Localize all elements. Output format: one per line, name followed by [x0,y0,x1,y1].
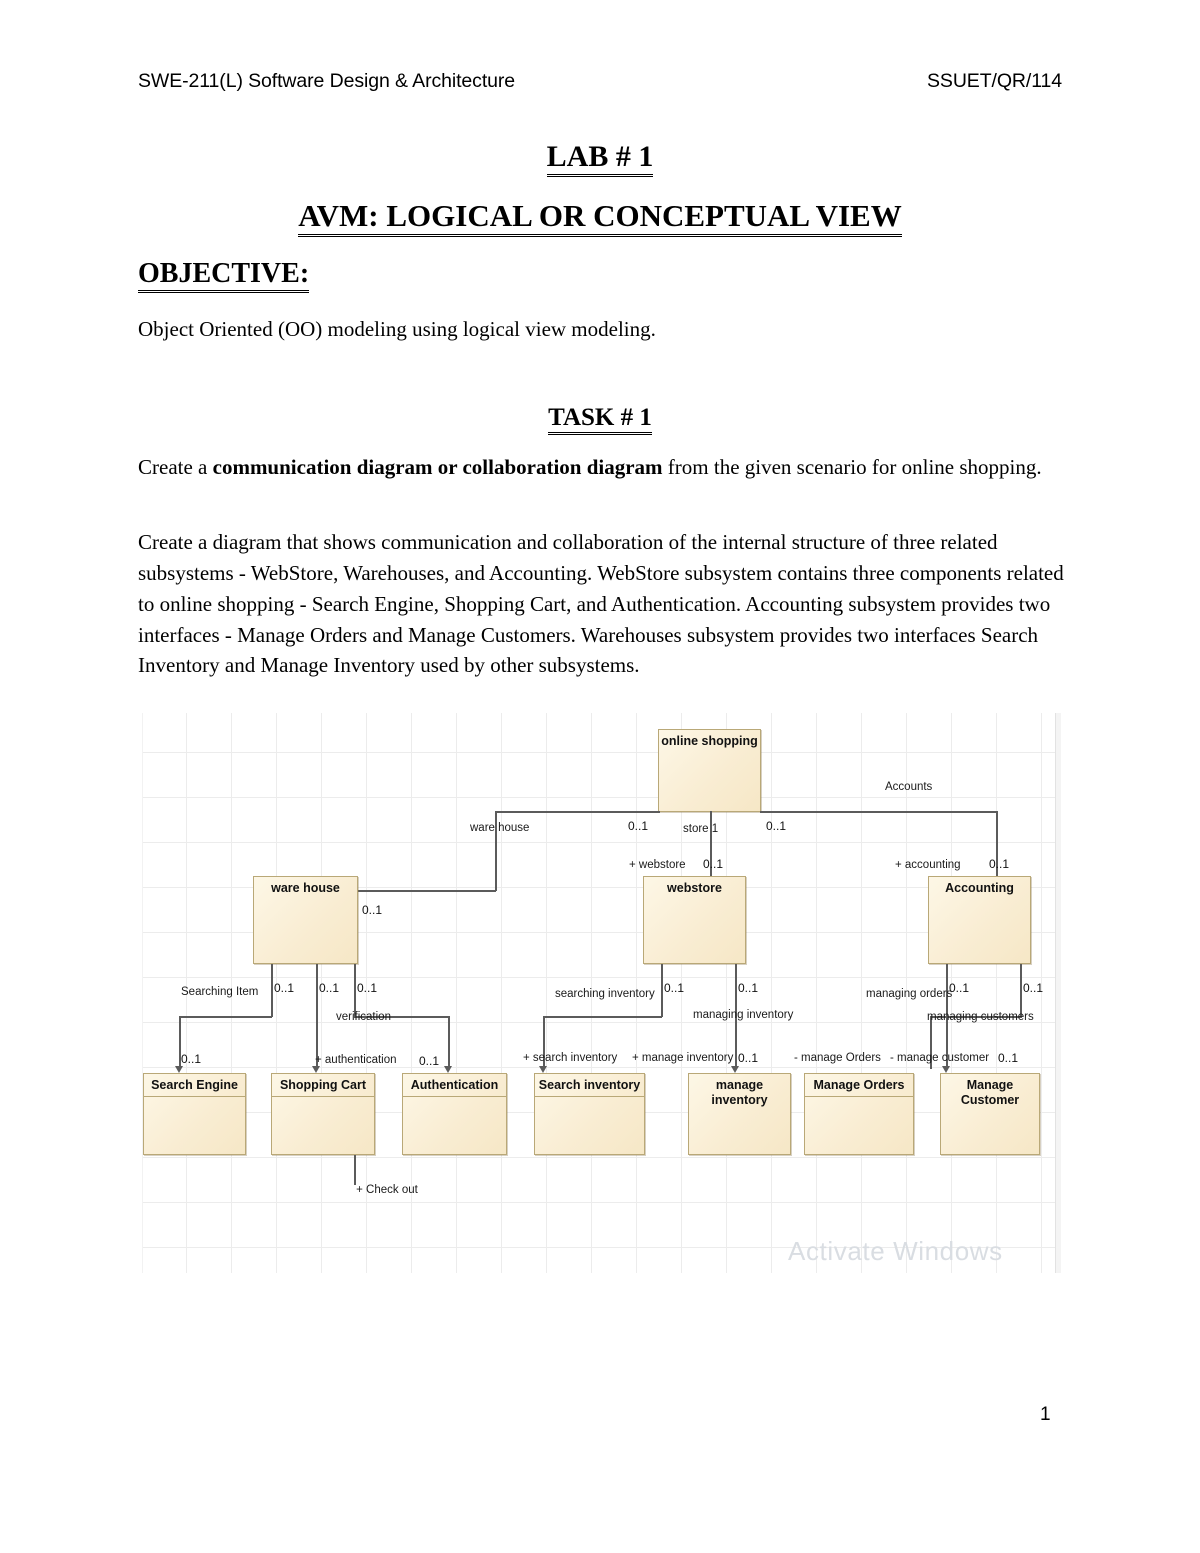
lab-title: LAB # 1 [0,140,1200,177]
node-ware-house: ware house [253,876,358,964]
label-verification: verification [336,1011,391,1023]
mult-6: 0..1 [274,981,295,995]
connector-root-accounting-h [760,811,997,813]
connector-wh-sc-v [316,964,318,1069]
mult-1: 0..1 [628,819,649,833]
connector-warehouse-in-h [355,890,496,892]
connector-root-warehouse-v [495,811,497,891]
node-webstore: webstore [643,876,746,964]
label-manage-inventory-port: + manage inventory [632,1052,734,1064]
connector-root-webstore-v [710,811,712,886]
node-manage-orders: Manage Orders [804,1073,914,1155]
page-number: 1 [1040,1404,1051,1425]
mult-15: 0..1 [738,1051,759,1065]
node-search-engine: Search Engine [143,1073,246,1155]
node-authentication: Authentication [402,1073,507,1155]
objective-text: Object Oriented (OO) modeling using logi… [138,317,656,341]
connector-root-warehouse-h [495,811,660,813]
label-search-inventory-port: + search inventory [523,1052,618,1064]
label-accounts-role: Accounts [885,781,933,793]
task-lead: Create a [138,455,213,479]
node-manage-inventory: manage inventory [688,1073,791,1155]
mult-11: 0..1 [949,981,970,995]
label-manage-orders-port: - manage Orders [794,1052,881,1064]
objective-heading: OBJECTIVE: [138,258,310,293]
subject-title: AVM: LOGICAL OR CONCEPTUAL VIEW [0,198,1200,237]
label-accounting-port: + accounting [895,859,961,871]
connector-wh-auth-v1 [354,964,356,1017]
node-accounting: Accounting [928,876,1031,964]
node-manage-customer-label: Manage Customer [960,1078,1020,1107]
connector-ac-mc-v2 [930,1016,932,1069]
task-tail: from the given scenario for online shopp… [662,455,1042,479]
node-search-engine-label: Search Engine [144,1074,245,1097]
node-online-shopping: online shopping [658,729,761,812]
label-warehouse-role: ware house [470,822,530,834]
arrow-search-inventory-icon [539,1066,547,1073]
mult-7: 0..1 [319,981,340,995]
connector-wh-se-v1 [271,964,273,1017]
task-paragraph: Create a communication diagram or collab… [138,452,1063,482]
label-store-role: store 1 [683,823,719,835]
node-accounting-label: Accounting [945,881,1014,895]
connector-ws-si-v1 [661,964,663,1017]
mult-5: 0..1 [362,903,383,917]
activate-windows-watermark: Activate Windows [788,1236,1003,1266]
connector-wh-auth-h [354,1016,449,1018]
node-webstore-label: webstore [667,881,722,895]
node-manage-orders-label: Manage Orders [805,1074,913,1097]
task-bold: communication diagram or collaboration d… [212,455,663,479]
label-managing-inventory: managing inventory [693,1009,794,1021]
node-authentication-label: Authentication [403,1074,506,1097]
uml-composite-structure-diagram: online shopping ware house 0..1 0..1 sto… [142,713,1061,1273]
mult-4: 0..1 [989,857,1010,871]
connector-ac-mc-h [930,1016,1022,1018]
node-online-shopping-label: online shopping [661,734,758,748]
label-webstore-port: + webstore [629,859,686,871]
label-searching-inventory: searching inventory [555,988,655,1000]
mult-9: 0..1 [664,981,685,995]
node-search-inventory: Search inventory [534,1073,645,1155]
label-managing-customers: managing customers [927,1011,1034,1023]
mult-16: 0..1 [998,1051,1019,1065]
arrow-manage-orders-icon [942,1066,950,1073]
connector-ws-si-h [543,1016,662,1018]
connector-ac-mc-v1 [1020,964,1022,1017]
arrow-authentication-icon [444,1066,452,1073]
connector-wh-se-v2 [179,1016,181,1069]
mult-2: 0..1 [766,819,787,833]
node-search-inventory-label: Search inventory [535,1074,644,1097]
connector-ws-mi-v [735,964,737,1069]
task-heading: TASK # 1 [0,404,1200,435]
course-code: SWE-211(L) Software Design & Architectur… [138,70,516,92]
mult-14: 0..1 [419,1054,440,1068]
node-manage-inventory-label: manage inventory [711,1078,768,1107]
connector-ws-si-v2 [543,1016,545,1069]
node-manage-customer: Manage Customer [940,1073,1040,1155]
scenario-paragraph: Create a diagram that shows communicatio… [138,530,1064,678]
arrow-manage-inventory-icon [731,1066,739,1073]
label-managing-orders: managing orders [866,988,953,1000]
mult-3: 0..1 [703,857,724,871]
connector-root-accounting-v [996,811,998,886]
connector-wh-auth-v2 [448,1016,450,1069]
node-shopping-cart: Shopping Cart [271,1073,375,1155]
arrow-search-engine-icon [175,1066,183,1073]
arrow-shopping-cart-icon [312,1066,320,1073]
connector-checkout-v [354,1155,356,1185]
mult-10: 0..1 [738,981,759,995]
mult-12: 0..1 [1023,981,1044,995]
mult-13: 0..1 [181,1052,202,1066]
document-code: SSUET/QR/114 [927,70,1062,92]
page-header: SWE-211(L) Software Design & Architectur… [138,70,1062,93]
connector-wh-se-h [179,1016,272,1018]
label-manage-customer-port: - manage customer [890,1052,990,1064]
node-ware-house-label: ware house [271,881,340,895]
label-searching-item: Searching Item [181,986,259,998]
label-authentication-port: + authentication [315,1054,397,1066]
mult-8: 0..1 [357,981,378,995]
label-check-out: + Check out [356,1184,418,1196]
node-shopping-cart-label: Shopping Cart [272,1074,374,1097]
